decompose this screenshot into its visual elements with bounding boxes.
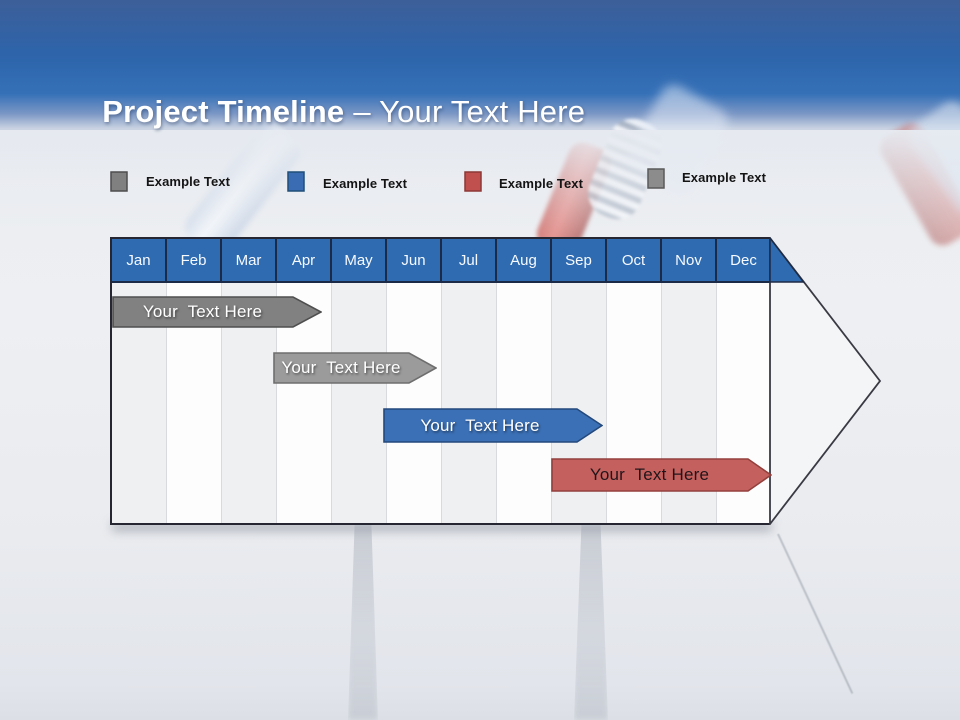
month-cell-feb: Feb xyxy=(165,239,220,281)
gantt-bar-2-shape xyxy=(273,352,437,384)
table-shadow xyxy=(112,523,772,531)
month-header-row: Jan Feb Mar Apr May Jun Jul Aug Sep Oct … xyxy=(112,239,770,283)
legend-item-3[interactable]: Example Text xyxy=(464,171,583,192)
month-cell-jul: Jul xyxy=(440,239,495,281)
gantt-bar-3-label: Your Text Here xyxy=(420,415,540,435)
gantt-bar-4-label: Your Text Here xyxy=(589,465,710,484)
slide-title-main: Project Timeline xyxy=(102,94,345,129)
reflection-streak-right xyxy=(574,524,608,720)
month-cell-oct: Oct xyxy=(605,239,660,281)
legend-item-2[interactable]: Example Text xyxy=(287,171,407,192)
slide-title[interactable]: Project Timeline– Your Text Here xyxy=(67,58,585,166)
reflection-streak-left xyxy=(348,524,378,720)
legend-label: Example Text xyxy=(499,176,584,191)
legend-label: Example Text xyxy=(682,170,767,185)
month-cell-apr: Apr xyxy=(275,239,330,281)
legend-swatch-red xyxy=(464,171,482,192)
arrow-tip-reflection-line xyxy=(777,533,854,694)
month-cell-jun: Jun xyxy=(385,239,440,281)
month-cell-mar: Mar xyxy=(220,239,275,281)
gantt-bar-4[interactable]: Your Text Here xyxy=(551,458,772,492)
gantt-bar-2-label: Your Text Here xyxy=(281,358,401,377)
legend-swatch-gray xyxy=(110,171,128,192)
gantt-bar-1[interactable]: Your Text Here xyxy=(112,296,322,328)
gantt-bar-1-label: Your Text Here xyxy=(142,302,263,321)
legend-swatch-gray-2 xyxy=(647,168,665,189)
month-cell-jan: Jan xyxy=(126,251,151,269)
gantt-bar-2[interactable]: Your Text Here xyxy=(273,352,437,384)
month-cell-nov: Nov xyxy=(660,239,715,281)
legend-item-1[interactable]: Example Text xyxy=(110,171,230,192)
legend-swatch-blue xyxy=(287,171,305,192)
timeline-arrowhead xyxy=(769,237,882,525)
gantt-bar-3[interactable]: Your Text Here xyxy=(383,408,603,443)
month-cell-may: May xyxy=(330,239,385,281)
legend-label: Example Text xyxy=(323,176,408,191)
legend-label: Example Text xyxy=(146,174,231,189)
gantt-bar-4-shape xyxy=(551,458,772,492)
month-cell-dec: Dec xyxy=(715,239,770,281)
gantt-bar-3-shape xyxy=(383,408,603,443)
month-cell-sep: Sep xyxy=(550,239,605,281)
gantt-bar-1-shape xyxy=(112,296,322,328)
legend-item-4[interactable]: Example Text xyxy=(647,168,766,189)
month-cell-aug: Aug xyxy=(495,239,550,281)
slide-title-suffix: – Your Text Here xyxy=(353,94,586,129)
